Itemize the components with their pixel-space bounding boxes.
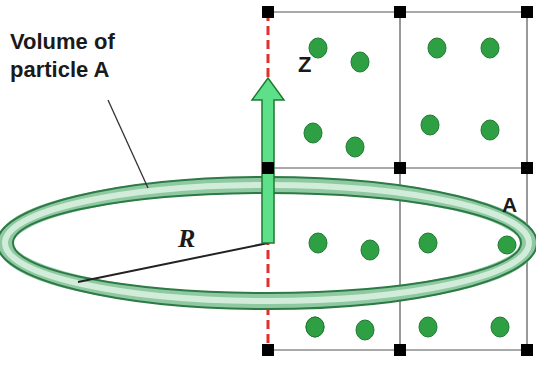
axis-label: Z bbox=[298, 52, 311, 78]
grid-corner bbox=[262, 344, 274, 356]
particle bbox=[428, 38, 446, 58]
particle bbox=[304, 123, 322, 143]
particle bbox=[419, 317, 437, 337]
particle bbox=[361, 240, 379, 260]
grid-corner bbox=[262, 6, 274, 18]
particle bbox=[306, 317, 324, 337]
grid-corner bbox=[394, 6, 406, 18]
particle bbox=[419, 233, 437, 253]
particle bbox=[356, 320, 374, 340]
radius-line bbox=[78, 243, 268, 282]
particle-label: A bbox=[502, 193, 517, 217]
grid-corner bbox=[394, 162, 406, 174]
particle-a bbox=[498, 236, 516, 254]
particle bbox=[346, 137, 364, 157]
particle bbox=[481, 120, 499, 140]
grid-corner bbox=[521, 162, 533, 174]
z-arrow bbox=[252, 78, 284, 243]
particle bbox=[306, 317, 324, 337]
grid-corner bbox=[521, 344, 533, 356]
radius-label: R bbox=[178, 224, 195, 254]
particle bbox=[351, 52, 369, 72]
grid-nodes bbox=[262, 6, 533, 356]
particle bbox=[421, 115, 439, 135]
callout-label: Volume of particle A bbox=[10, 28, 185, 83]
grid-corner bbox=[521, 6, 533, 18]
particle bbox=[481, 38, 499, 58]
particle bbox=[491, 317, 509, 337]
particle bbox=[309, 233, 327, 253]
grid-corner bbox=[262, 162, 274, 174]
particle bbox=[309, 38, 327, 58]
grid-corner bbox=[394, 344, 406, 356]
leader-line bbox=[108, 100, 148, 188]
